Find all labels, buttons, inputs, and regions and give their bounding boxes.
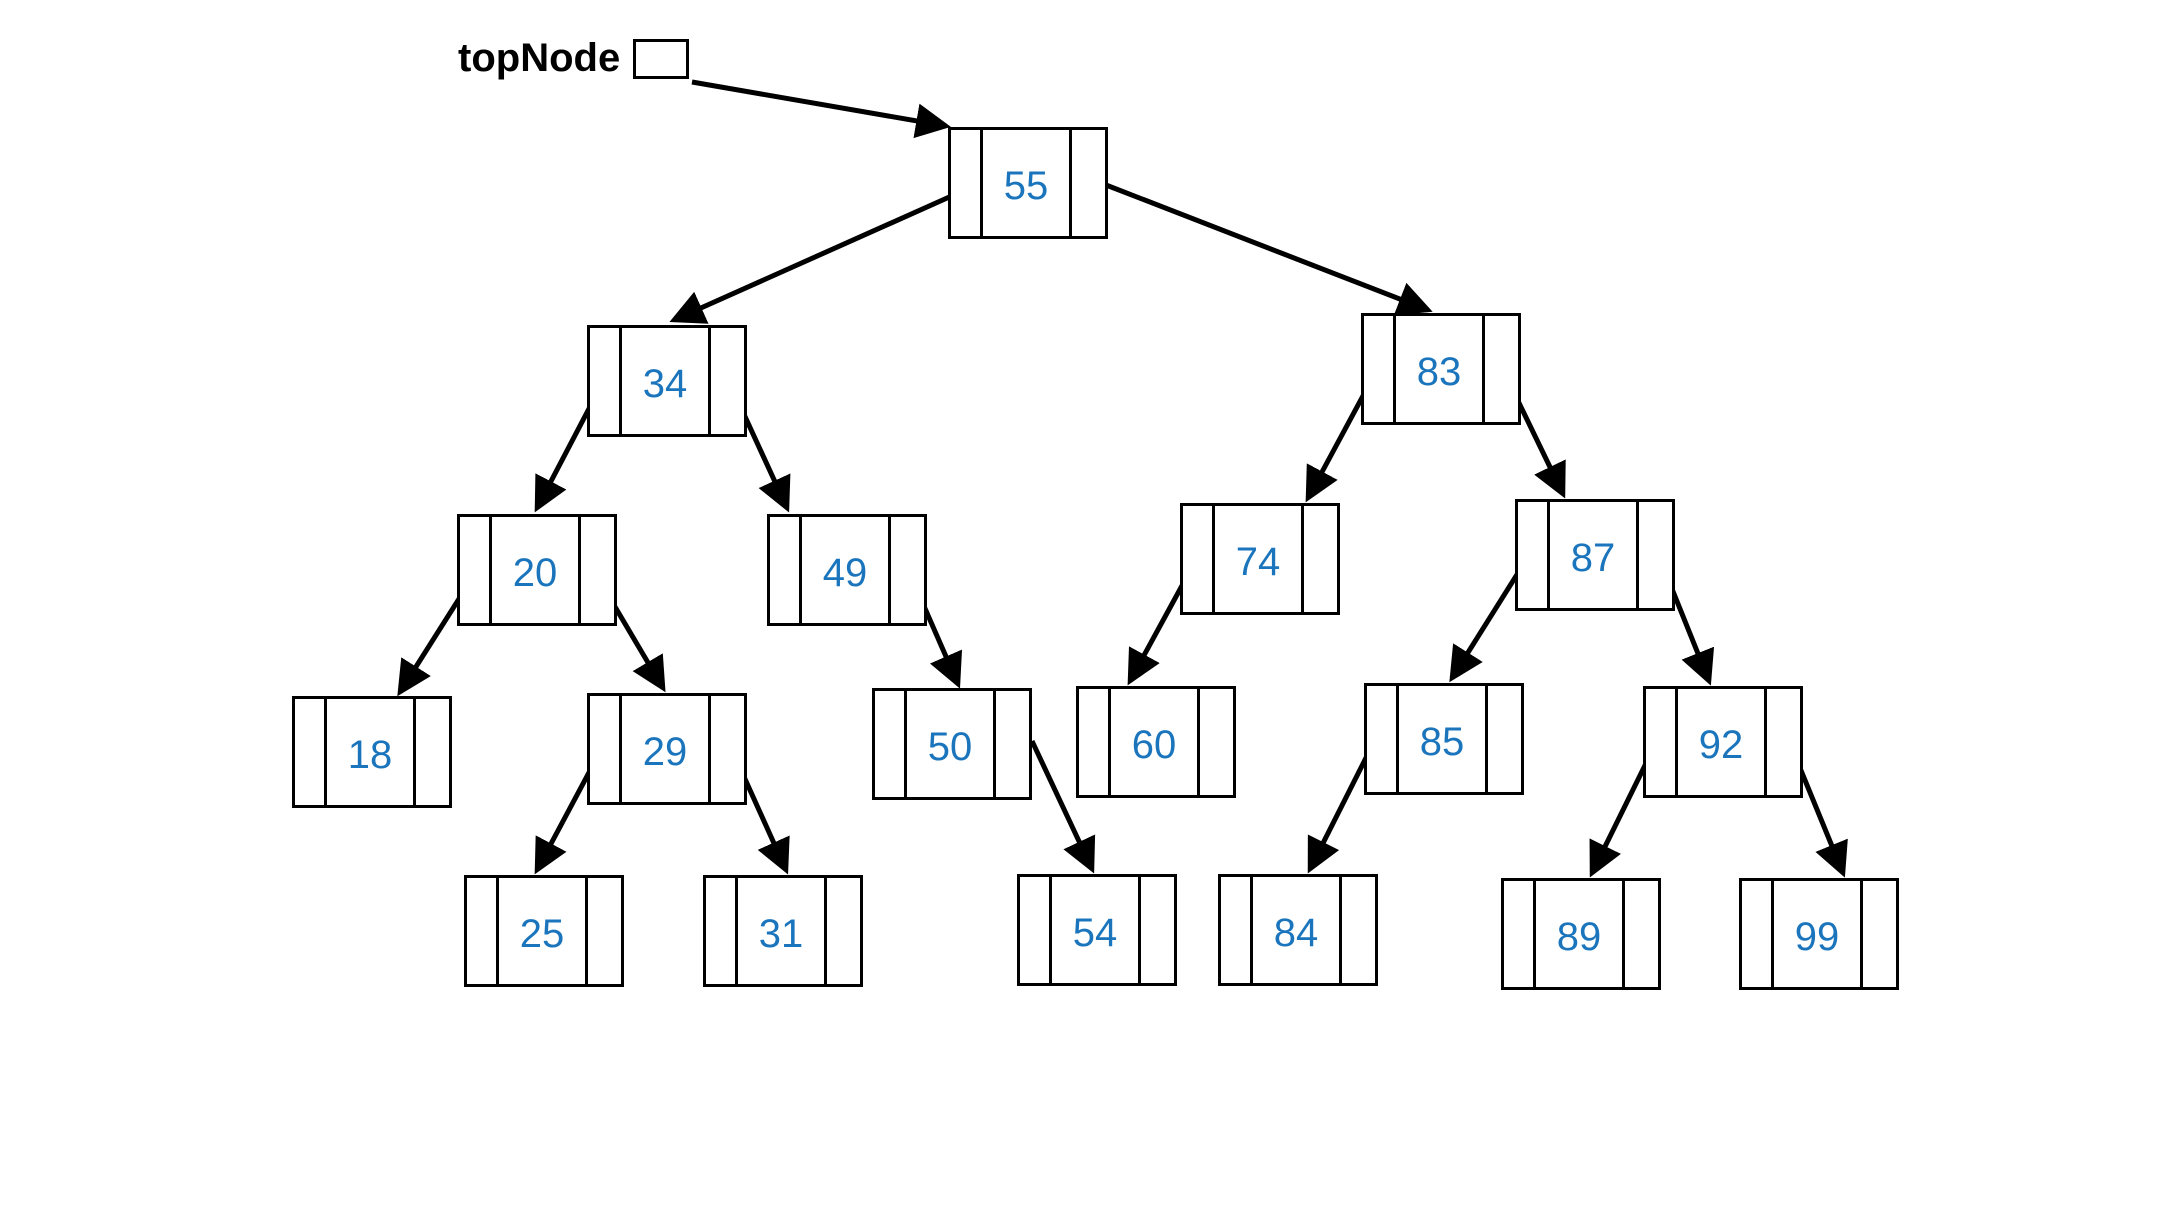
node-value: 31 [758, 911, 804, 956]
right-pointer-cell [578, 517, 614, 623]
right-pointer-cell [1764, 689, 1800, 795]
right-pointer-cell [1138, 877, 1174, 983]
right-pointer-cell [1339, 877, 1375, 983]
left-pointer-cell [1183, 506, 1215, 612]
left-pointer-cell [770, 517, 802, 623]
node-value: 49 [822, 550, 868, 595]
node-value: 89 [1556, 914, 1602, 959]
right-pointer-cell [1860, 881, 1896, 987]
tree-node-84: 84 [1218, 874, 1378, 986]
right-pointer-cell [585, 878, 621, 984]
node-value: 29 [642, 729, 688, 774]
node-value: 83 [1416, 349, 1462, 394]
tree-node-89: 89 [1501, 878, 1661, 990]
left-pointer-cell [1367, 686, 1399, 792]
left-pointer-cell [1221, 877, 1253, 983]
left-pointer-cell [1504, 881, 1536, 987]
tree-node-25: 25 [464, 875, 624, 987]
tree-node-49: 49 [767, 514, 927, 626]
left-pointer-cell [1364, 316, 1396, 422]
tree-node-74: 74 [1180, 503, 1340, 615]
node-value: 54 [1072, 910, 1118, 955]
node-value: 60 [1131, 722, 1177, 767]
tree-node-31: 31 [703, 875, 863, 987]
edge-50-54 [1029, 739, 1096, 874]
node-value: 20 [512, 550, 558, 595]
left-pointer-cell [590, 328, 622, 434]
tree-node-83: 83 [1361, 313, 1521, 425]
tree-node-54: 54 [1017, 874, 1177, 986]
tree-node-60: 60 [1076, 686, 1236, 798]
left-pointer-cell [951, 130, 983, 236]
left-pointer-cell [1518, 502, 1550, 608]
node-value: 55 [1003, 163, 1049, 208]
right-pointer-cell [888, 517, 924, 623]
tree-node-29: 29 [587, 693, 747, 805]
right-pointer-cell [824, 878, 860, 984]
left-pointer-cell [1079, 689, 1111, 795]
left-pointer-cell [1020, 877, 1052, 983]
left-pointer-cell [706, 878, 738, 984]
left-pointer-cell [1742, 881, 1774, 987]
node-value: 99 [1794, 914, 1840, 959]
tree-node-92: 92 [1643, 686, 1803, 798]
left-pointer-cell [295, 699, 327, 805]
right-pointer-cell [708, 328, 744, 434]
node-value: 74 [1235, 539, 1281, 584]
tree-node-55: 55 [948, 127, 1108, 239]
right-pointer-cell [1301, 506, 1337, 612]
node-value: 85 [1419, 719, 1465, 764]
edge-topNode-55 [691, 79, 951, 139]
node-value: 50 [927, 724, 973, 769]
right-pointer-cell [1069, 130, 1105, 236]
left-pointer-cell [460, 517, 492, 623]
node-value: 92 [1698, 722, 1744, 767]
edge-55-34 [669, 187, 967, 324]
node-value: 25 [519, 911, 565, 956]
left-pointer-cell [590, 696, 622, 802]
tree-node-50: 50 [872, 688, 1032, 800]
right-pointer-cell [413, 699, 449, 805]
node-value: 34 [642, 361, 688, 406]
tree-node-85: 85 [1364, 683, 1524, 795]
right-pointer-cell [1622, 881, 1658, 987]
top-node-label: topNode [458, 36, 621, 80]
node-value: 84 [1273, 910, 1319, 955]
left-pointer-cell [467, 878, 499, 984]
tree-node-99: 99 [1739, 878, 1899, 990]
right-pointer-cell [1482, 316, 1518, 422]
tree-node-18: 18 [292, 696, 452, 808]
right-pointer-cell [1636, 502, 1672, 608]
edge-55-83 [1105, 182, 1433, 316]
right-pointer-cell [708, 696, 744, 802]
right-pointer-cell [1197, 689, 1233, 795]
tree-node-87: 87 [1515, 499, 1675, 611]
top-node-pointer-box [633, 39, 689, 79]
node-value: 18 [347, 732, 393, 777]
right-pointer-cell [1485, 686, 1521, 792]
left-pointer-cell [1646, 689, 1678, 795]
left-pointer-cell [875, 691, 907, 797]
tree-node-34: 34 [587, 325, 747, 437]
right-pointer-cell [993, 691, 1029, 797]
node-value: 87 [1570, 535, 1616, 580]
tree-node-20: 20 [457, 514, 617, 626]
